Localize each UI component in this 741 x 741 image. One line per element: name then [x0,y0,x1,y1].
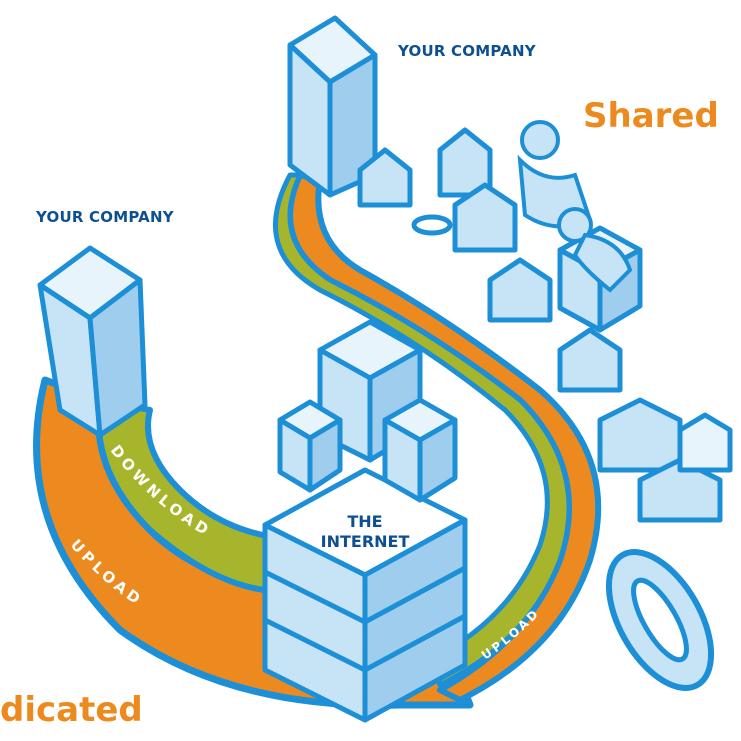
company-label-left: YOUR COMPANY [36,208,174,226]
people-illustration [517,120,633,293]
right-download-band [273,172,572,688]
portal-shape [411,214,453,236]
internet-label-line2: INTERNET [320,532,410,551]
internet-label-line1: THE [347,512,383,531]
shared-label: Shared [583,96,719,136]
city-buildings [277,127,733,523]
dedicated-label: dicated [0,690,143,730]
your-company-left-building [37,245,148,438]
company-label-top: YOUR COMPANY [398,42,536,60]
internet-building [262,467,468,723]
internet-label: THE INTERNET [320,512,410,552]
